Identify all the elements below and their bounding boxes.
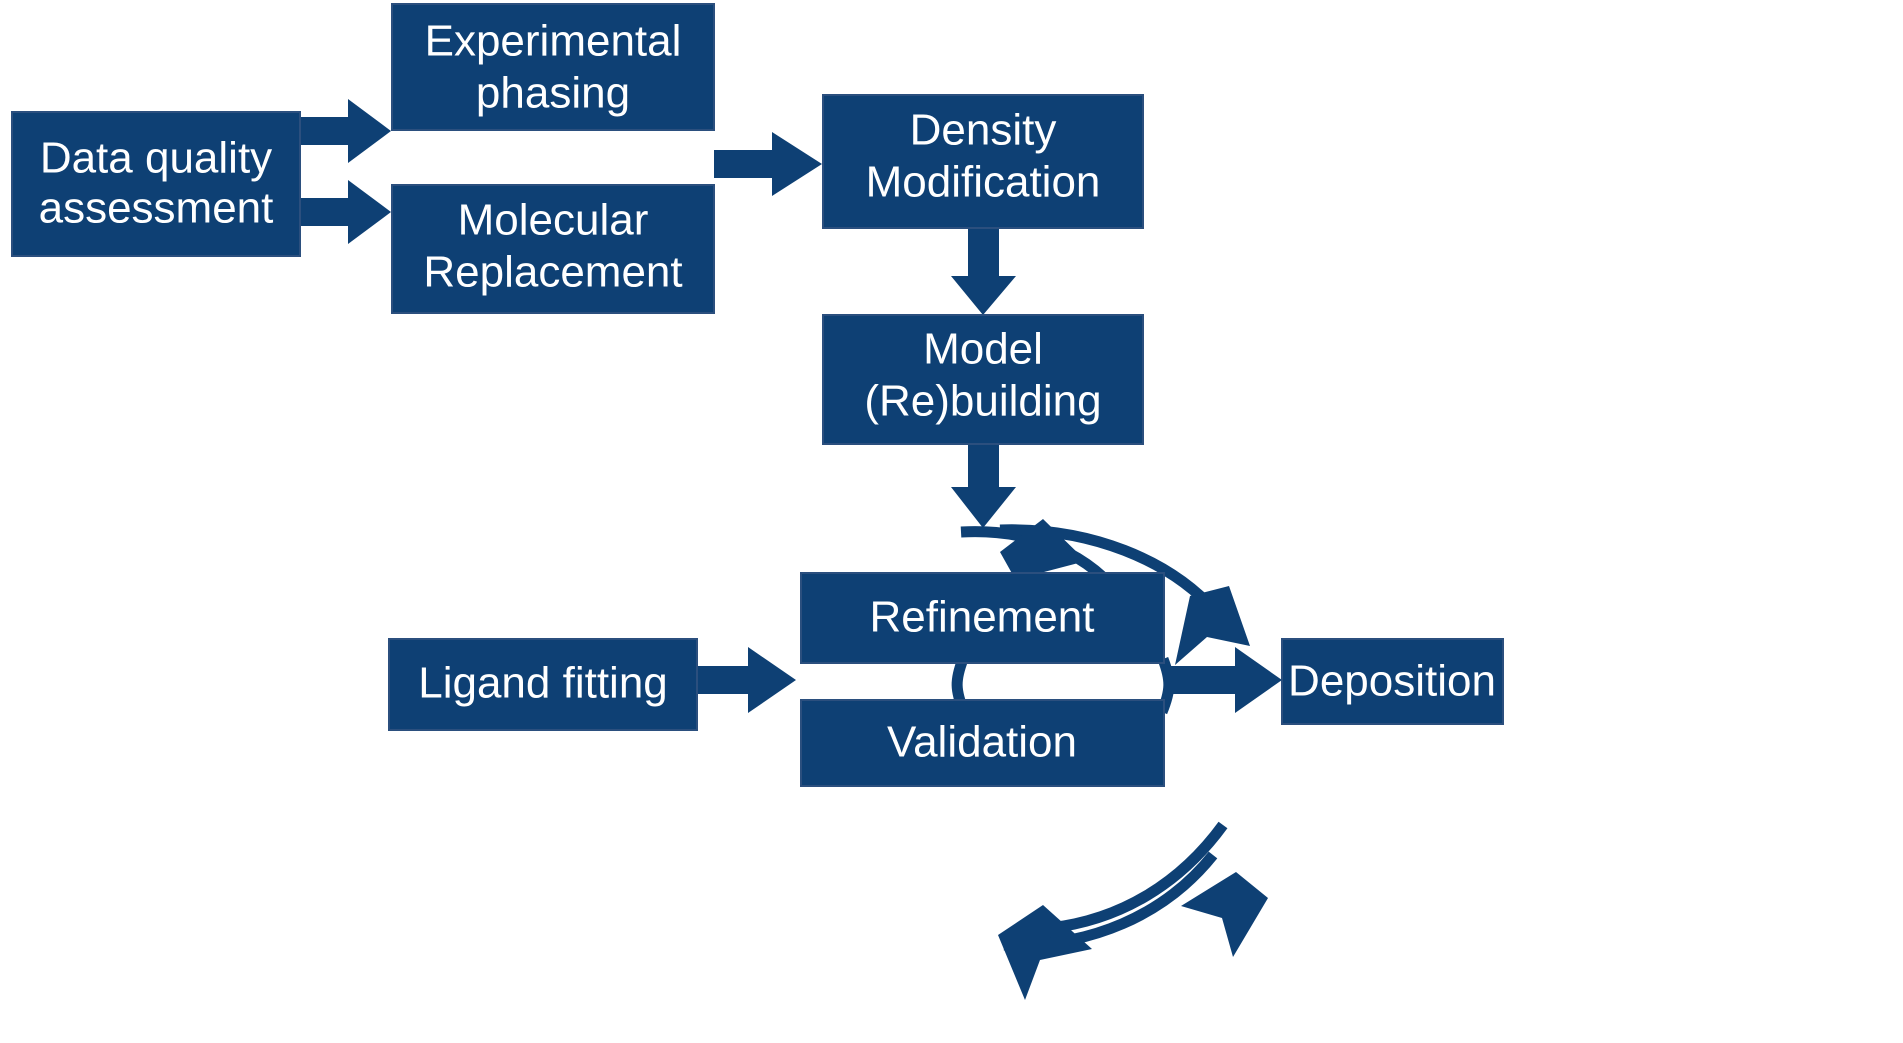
node-label-line-1: Ligand fitting bbox=[418, 659, 668, 708]
node-box[interactable] bbox=[800, 699, 1165, 787]
node-label-line-1: Deposition bbox=[1288, 657, 1496, 706]
arrow-density-modification-to-model-rebuilding bbox=[951, 228, 1016, 315]
cycle-arrowhead-bottom-left bbox=[998, 905, 1092, 1000]
arrow-ligand-fitting-to-cycle bbox=[697, 647, 796, 713]
node-density-modification[interactable]: Density Modification bbox=[822, 94, 1144, 229]
node-label-line-1: Density bbox=[910, 106, 1057, 155]
node-label-line-2: Modification bbox=[866, 158, 1101, 207]
node-label-line-2: phasing bbox=[476, 69, 630, 118]
node-box[interactable] bbox=[800, 572, 1165, 664]
node-ligand-fitting[interactable]: Ligand fitting bbox=[388, 638, 698, 731]
node-label-line-1: Molecular bbox=[458, 196, 649, 245]
node-box[interactable] bbox=[391, 184, 715, 314]
node-label-line-1: Model bbox=[923, 325, 1043, 374]
cycle-arc-bottom-left bbox=[1049, 821, 1228, 934]
node-deposition[interactable]: Deposition bbox=[1281, 638, 1504, 725]
node-experimental-phasing[interactable]: Experimental phasing bbox=[391, 3, 715, 131]
node-label-line-1: Data quality bbox=[40, 134, 272, 183]
node-box[interactable] bbox=[388, 638, 698, 731]
arrow-phasing-to-density-modification bbox=[714, 132, 822, 196]
arrow-model-rebuilding-to-cycle bbox=[951, 444, 1016, 528]
node-box[interactable] bbox=[822, 94, 1144, 229]
node-model-rebuilding[interactable]: Model (Re)building bbox=[822, 314, 1144, 445]
node-box[interactable] bbox=[822, 314, 1144, 445]
node-refinement[interactable]: Refinement bbox=[800, 572, 1165, 664]
node-box[interactable] bbox=[11, 111, 301, 257]
node-label-line-1: Experimental bbox=[425, 17, 682, 66]
arrow-cycle-to-deposition bbox=[1164, 647, 1282, 713]
node-label-line-2: (Re)building bbox=[864, 377, 1101, 426]
arrow-dqa-to-experimental-phasing bbox=[298, 99, 391, 163]
cycle-arc-bottom-right bbox=[1003, 851, 1218, 951]
cycle-arrowhead-bottom-right bbox=[1181, 872, 1268, 957]
arrow-dqa-to-molecular-replacement bbox=[298, 180, 391, 244]
node-label-line-1: Refinement bbox=[869, 593, 1094, 642]
cycle-arc-top-right bbox=[999, 524, 1221, 616]
node-box[interactable] bbox=[391, 3, 715, 131]
node-box[interactable] bbox=[1281, 638, 1504, 725]
cycle-arrowhead-top-right bbox=[1175, 586, 1250, 665]
node-label-line-2: assessment bbox=[39, 184, 274, 233]
node-label-line-1: Validation bbox=[887, 718, 1077, 767]
node-molecular-replacement[interactable]: Molecular Replacement bbox=[391, 184, 715, 314]
node-label-line-2: Replacement bbox=[423, 248, 682, 297]
node-validation[interactable]: Validation bbox=[800, 699, 1165, 787]
node-data-quality-assessment[interactable]: Data quality assessment bbox=[11, 111, 301, 257]
